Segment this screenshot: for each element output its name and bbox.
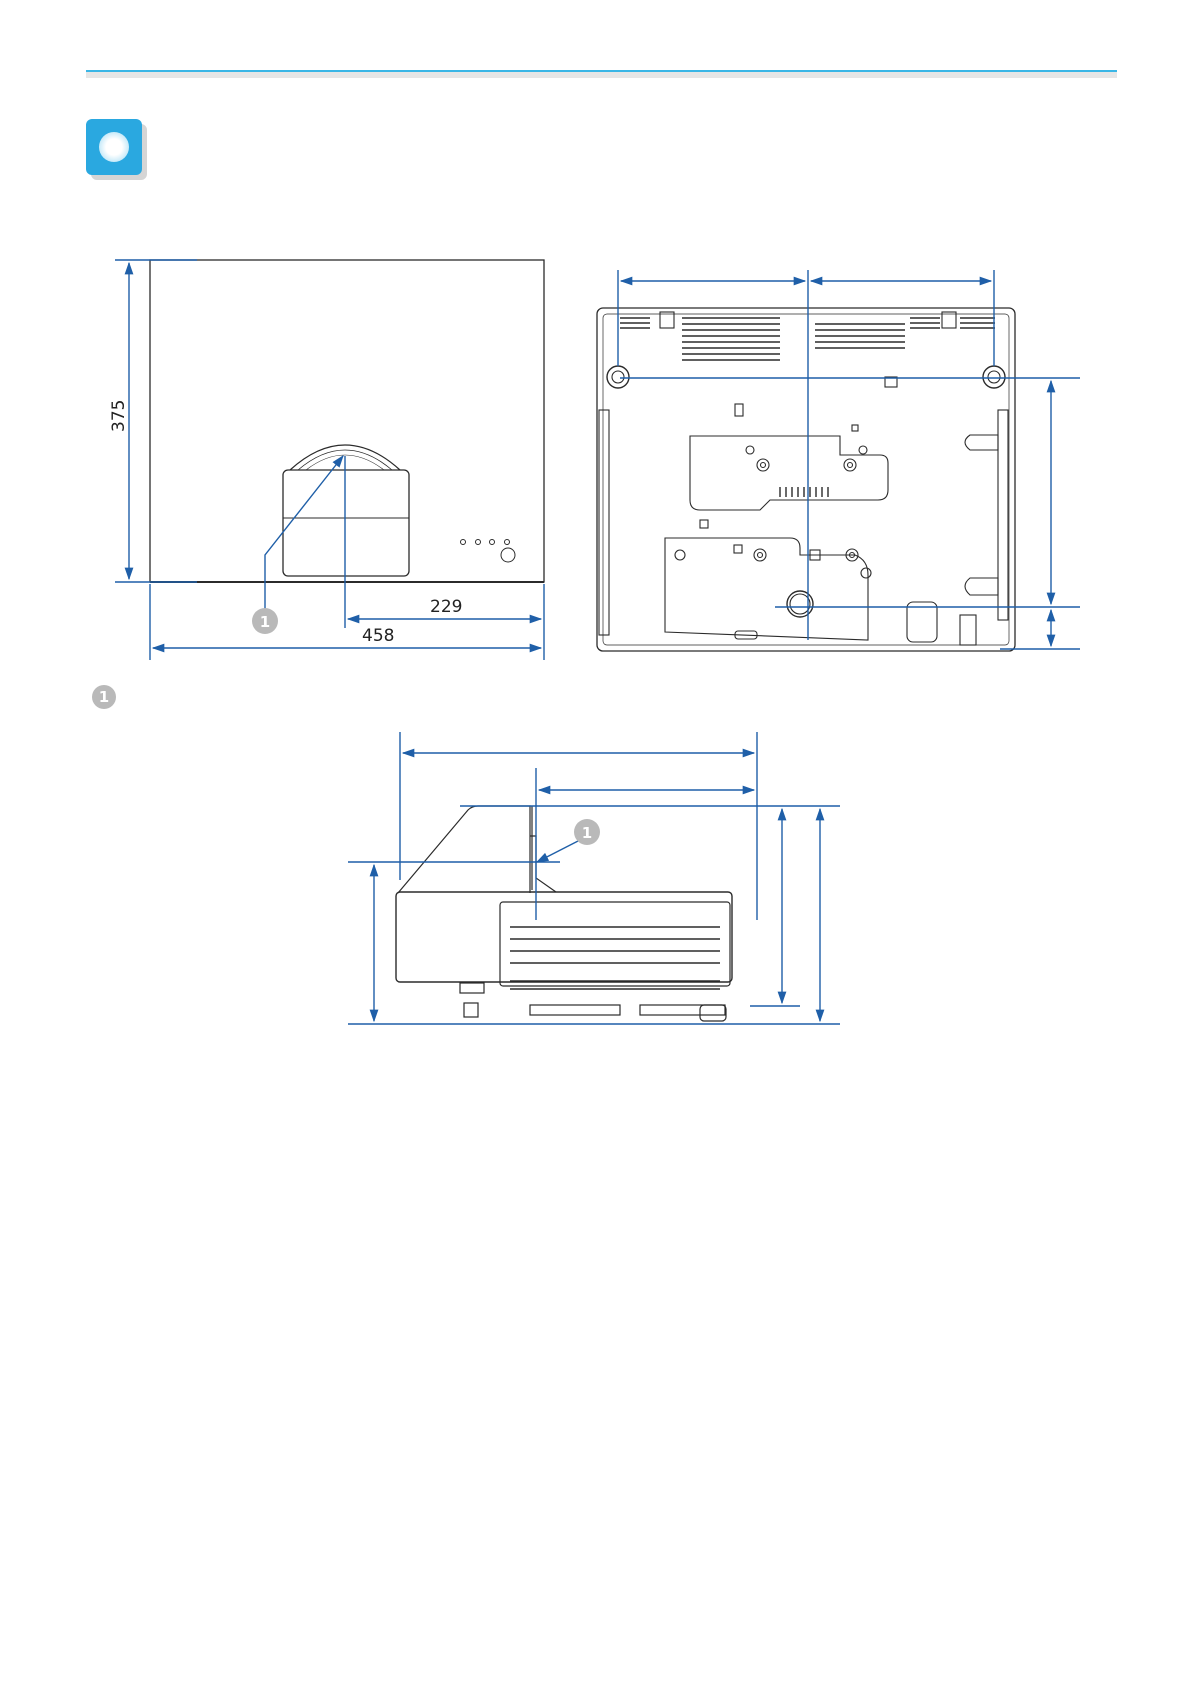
- side-view-drawing: [396, 806, 732, 1021]
- top-view-drawing: [150, 260, 544, 582]
- svg-text:1: 1: [582, 824, 592, 842]
- side-view-callout-marker: 1: [574, 819, 600, 845]
- width-dimension-label: 458: [362, 626, 394, 646]
- top-view-dimensions: [115, 260, 544, 660]
- bottom-view-drawing: [597, 308, 1015, 651]
- svg-text:1: 1: [260, 613, 270, 631]
- callout-legend: 1: [92, 685, 116, 709]
- top-view-callout-marker: 1: [252, 608, 278, 634]
- lens-offset-dimension-label: 229: [430, 597, 462, 617]
- legend-callout-marker: 1: [92, 685, 116, 709]
- depth-dimension-label: 375: [109, 400, 129, 432]
